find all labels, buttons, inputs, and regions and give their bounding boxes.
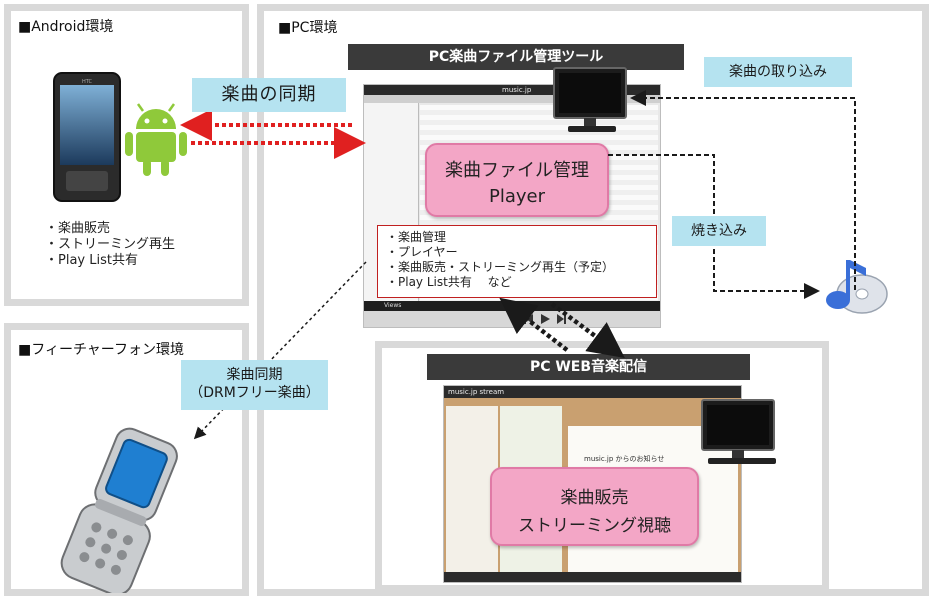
tool-feature-item: ・プレイヤー (386, 245, 458, 259)
feature-phone-panel-title: ■フィーチャーフォン環境 (18, 342, 184, 358)
app-titlebar (364, 85, 660, 95)
drm-sync-label-line1: 楽曲同期 (226, 367, 283, 383)
app-tab-views[interactable]: Views (384, 302, 402, 309)
android-robot-icon (125, 103, 187, 176)
drm-sync-label: 楽曲同期 （DRMフリー楽曲） (181, 360, 328, 410)
sync-label: 楽曲の同期 (192, 78, 346, 112)
drm-sync-label-line2: （DRMフリー楽曲） (189, 385, 320, 401)
svg-text:HTC: HTC (82, 79, 93, 85)
android-panel-title: ■Android環境 (18, 19, 114, 35)
android-phone-image: HTC (53, 72, 121, 202)
monitor-icon (553, 67, 627, 132)
android-feature-item: ・楽曲販売 (45, 221, 111, 236)
tool-feature-item: ・楽曲管理 (386, 230, 447, 244)
tool-feature-item: ・Play List共有 など (386, 275, 512, 289)
tool-feature-box: ・楽曲管理 ・プレイヤー ・楽曲販売・ストリーミング再生（予定） ・Play L… (377, 225, 657, 298)
drm-sync-arrow (193, 261, 367, 440)
web-news-heading: music.jp からのお知らせ (584, 455, 665, 463)
web-sales-line2: ストリーミング視聴 (518, 516, 671, 536)
play-icon[interactable] (540, 314, 550, 324)
pc-tool-title: PC楽曲ファイル管理ツール (348, 44, 684, 70)
web-to-tool-arrow (499, 297, 569, 352)
web-header (444, 386, 741, 398)
tool-to-web-arrow (550, 302, 625, 359)
app-menubar (364, 95, 660, 103)
burn-arrow (608, 154, 820, 299)
tool-player-line1: 楽曲ファイル管理 (445, 160, 589, 181)
import-label: 楽曲の取り込み (704, 57, 852, 87)
tool-player-box: 楽曲ファイル管理 Player (425, 143, 609, 217)
app-logo: music.jp (502, 86, 532, 94)
tool-feature-item: ・楽曲販売・ストリーミング再生（予定） (386, 260, 615, 274)
burn-label: 焼き込み (672, 216, 766, 246)
import-arrow (630, 90, 856, 290)
android-feature-item: ・ストリーミング再生 (45, 237, 176, 252)
web-left-menu (446, 406, 498, 576)
web-footer (444, 572, 741, 582)
monitor-icon (701, 399, 776, 464)
flip-phone-image (60, 427, 178, 593)
web-sales-line1: 楽曲販売 (560, 488, 629, 508)
pc-panel-title: ■PC環境 (278, 20, 338, 36)
next-icon[interactable] (556, 314, 566, 324)
web-sales-box: 楽曲販売 ストリーミング視聴 (490, 467, 699, 546)
music-cd-icon (826, 260, 888, 314)
android-feature-item: ・Play List共有 (45, 253, 138, 268)
tool-player-line2: Player (488, 186, 545, 207)
web-logo: music.jp stream (448, 388, 505, 396)
android-panel: ■Android環境 HTC ・楽曲販売 ・ストリーミング再生 ・Play Li… (4, 4, 249, 306)
android-feature-list: ・楽曲販売 ・ストリーミング再生 ・Play List共有 (45, 221, 175, 269)
pc-web-title: PC WEB音楽配信 (427, 354, 750, 380)
